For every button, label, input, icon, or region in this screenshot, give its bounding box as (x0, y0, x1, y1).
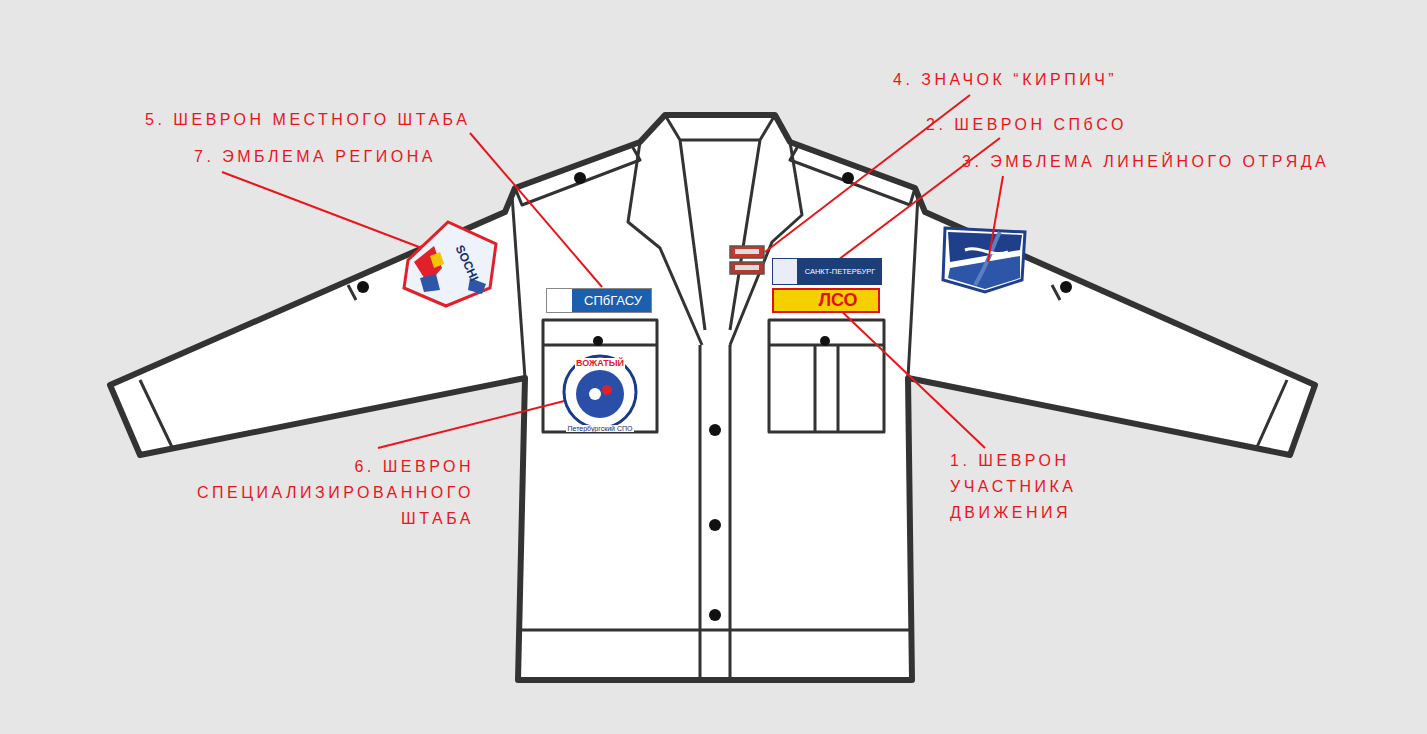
callout-label: 4. ЗНАЧОК “КИРПИЧ” (893, 67, 1223, 93)
emblem-outline (400, 218, 500, 308)
region-patch: САНКТ-ПЕТЕРБУРГ (772, 258, 882, 285)
armhole-seams (512, 195, 918, 378)
kirpich-badge (730, 246, 764, 274)
emblem-title: ВОЖАТЫЙ (575, 358, 625, 368)
patch-text: ЛСО (818, 290, 857, 311)
left-pocket (543, 320, 657, 432)
movement-patch: ЛСО (772, 288, 880, 313)
epaulettes (515, 146, 915, 205)
right-pocket (769, 320, 884, 432)
callout-label: 5. ШЕВРОН МЕСТНОГО ШТАБА (145, 107, 545, 133)
patch-text: САНКТ-ПЕТЕРБУРГ (805, 267, 876, 276)
callout-label: 7. ЭМБЛЕМА РЕГИОНА (194, 144, 484, 170)
waistband (518, 629, 912, 632)
callout-label: 2. ШЕВРОН СПбСО (926, 112, 1186, 138)
cuffs (140, 380, 1287, 447)
patch-text: СПбГАСУ (584, 293, 642, 308)
specialized-emblem: ВОЖАТЫЙ Петербургский СПО (555, 354, 645, 434)
squad-emblem (943, 228, 1025, 292)
pocket-flaps (543, 345, 884, 432)
jacket-body (110, 115, 1315, 680)
leader-lines (222, 95, 1003, 448)
callout-label: 1. ШЕВРОН УЧАСТНИКА ДВИЖЕНИЯ (950, 448, 1125, 526)
callout-label: 6. ШЕВРОН СПЕЦИАЛИЗИРОВАННОГО ШТАБА (150, 454, 474, 532)
region-emblem: SOCHI (400, 218, 500, 308)
emblem-subtitle: Петербургский СПО (566, 425, 633, 432)
university-patch: СПбГАСУ (546, 288, 652, 313)
callout-label: 3. ЭМБЛЕМА ЛИНЕЙНОГО ОТРЯДА (962, 149, 1402, 175)
